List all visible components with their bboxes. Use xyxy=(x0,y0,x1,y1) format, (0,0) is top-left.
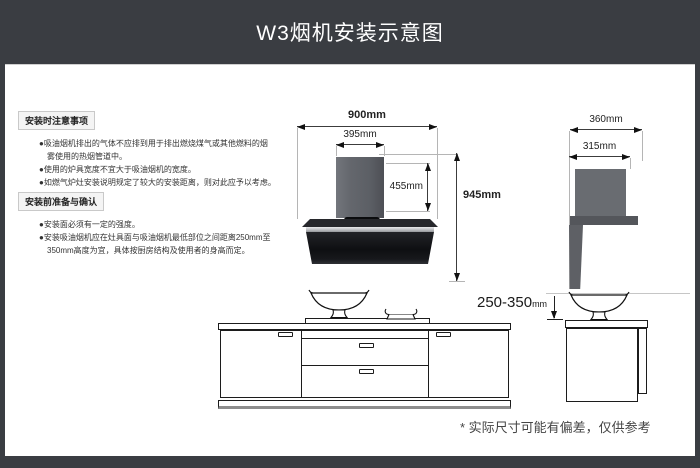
drawer-handle xyxy=(359,369,374,374)
drawer-handle xyxy=(359,343,374,348)
door-handle xyxy=(278,332,293,337)
extension-line xyxy=(386,211,430,212)
clearance-tick xyxy=(547,319,563,320)
clearance-arrow-down xyxy=(551,296,557,319)
extension-line xyxy=(630,158,631,169)
dim-line-duct-width xyxy=(336,141,384,148)
note-line: ●使用的炉具宽度不宜大于吸油烟机的宽度。 xyxy=(39,165,196,174)
hood-light-strip xyxy=(306,227,434,232)
note-line: ●吸油烟机排出的气体不应排到用于排出燃烧煤气或其他燃料的烟 xyxy=(39,139,268,148)
note-line: 雾使用的热烟管道中。 xyxy=(47,152,127,161)
hood-top-side xyxy=(570,216,638,225)
extension-line xyxy=(569,131,570,289)
extension-line xyxy=(437,128,438,219)
drawer-divider xyxy=(302,338,428,339)
notes-pre-install-check: 安装前准备与确认 ●安装面必须有一定的强度。 ●安装吸油烟机应在灶具面与吸油烟机… xyxy=(18,192,271,257)
clearance-value: 250-350 xyxy=(477,294,533,311)
notes-heading: 安装时注意事项 xyxy=(18,111,96,130)
hood-canopy-front xyxy=(302,219,438,227)
hood-bottom-level-line xyxy=(546,293,690,294)
cabinet-divider xyxy=(301,330,302,398)
note-line: 350mm高度为宜，具体按厨房结构及使用者的身高而定。 xyxy=(47,246,250,255)
dim-label-duct-depth: 315mm xyxy=(582,141,617,152)
hood-chimney-side xyxy=(575,169,626,216)
hood-chimney-front xyxy=(336,157,384,218)
hood-panel-side xyxy=(569,225,583,289)
cabinet-body xyxy=(220,330,509,398)
cooktop xyxy=(305,318,430,324)
dim-label-duct-width: 395mm xyxy=(343,129,377,140)
title-bar: W3烟机安装示意图 xyxy=(0,0,700,64)
extension-line xyxy=(386,163,430,164)
note-line: ●安装吸油烟机应在灶具面与吸油烟机最低部位之间距离250mm至 xyxy=(39,233,271,242)
pot-stand xyxy=(384,308,418,320)
dim-line-total-depth xyxy=(570,126,642,133)
extension-line xyxy=(297,128,298,219)
dim-line-total-width xyxy=(297,123,437,130)
cabinet-plinth xyxy=(218,400,511,409)
extension-line xyxy=(379,154,458,155)
extension-line xyxy=(384,146,385,156)
dim-label-total-height: 945mm xyxy=(463,189,501,201)
clearance-unit: mm xyxy=(532,299,548,309)
wok-front xyxy=(308,289,370,319)
extension-line xyxy=(336,146,337,156)
diagram-panel: 安装时注意事项 ●吸油烟机排出的气体不应排到用于排出燃烧煤气或其他燃料的烟 雾使… xyxy=(5,64,695,456)
cabinet-divider xyxy=(428,330,429,398)
notes-installation-cautions: 安装时注意事项 ●吸油烟机排出的气体不应排到用于排出燃烧煤气或其他燃料的烟 雾使… xyxy=(18,111,276,189)
door-handle xyxy=(436,332,451,337)
clearance-label: 250-350mm xyxy=(477,294,547,312)
dim-line-duct-depth xyxy=(569,153,630,160)
page-title: W3烟机安装示意图 xyxy=(256,22,444,45)
hood-body-front xyxy=(306,232,434,264)
note-line: ●安装面必须有一定的强度。 xyxy=(39,220,140,229)
drawer-divider xyxy=(302,365,428,366)
side-cabinet-body xyxy=(566,328,638,402)
extension-line xyxy=(449,281,465,282)
dim-label-total-width: 900mm xyxy=(348,109,386,121)
notes-lines: ●吸油烟机排出的气体不应排到用于排出燃烧煤气或其他燃料的烟 雾使用的热烟管道中。… xyxy=(18,137,276,189)
cabinet-countertop xyxy=(218,323,511,330)
dim-line-total-height xyxy=(453,153,460,281)
extension-line xyxy=(642,131,643,161)
dim-label-total-depth: 360mm xyxy=(589,114,623,125)
side-cabinet-back-panel xyxy=(638,328,647,394)
dim-label-duct-height: 455mm xyxy=(389,181,423,192)
note-line: ●如燃气炉灶安装说明规定了较大的安装距离，则对此应予以考虑。 xyxy=(39,178,276,187)
dim-line-duct-height xyxy=(424,163,431,211)
side-cabinet-countertop xyxy=(565,320,648,328)
notes-heading: 安装前准备与确认 xyxy=(18,192,105,211)
wok-side xyxy=(568,291,630,321)
disclaimer-text: * 实际尺寸可能有偏差，仅供参考 xyxy=(460,420,651,435)
notes-lines: ●安装面必须有一定的强度。 ●安装吸油烟机应在灶具面与吸油烟机最低部位之间距离2… xyxy=(18,218,271,257)
